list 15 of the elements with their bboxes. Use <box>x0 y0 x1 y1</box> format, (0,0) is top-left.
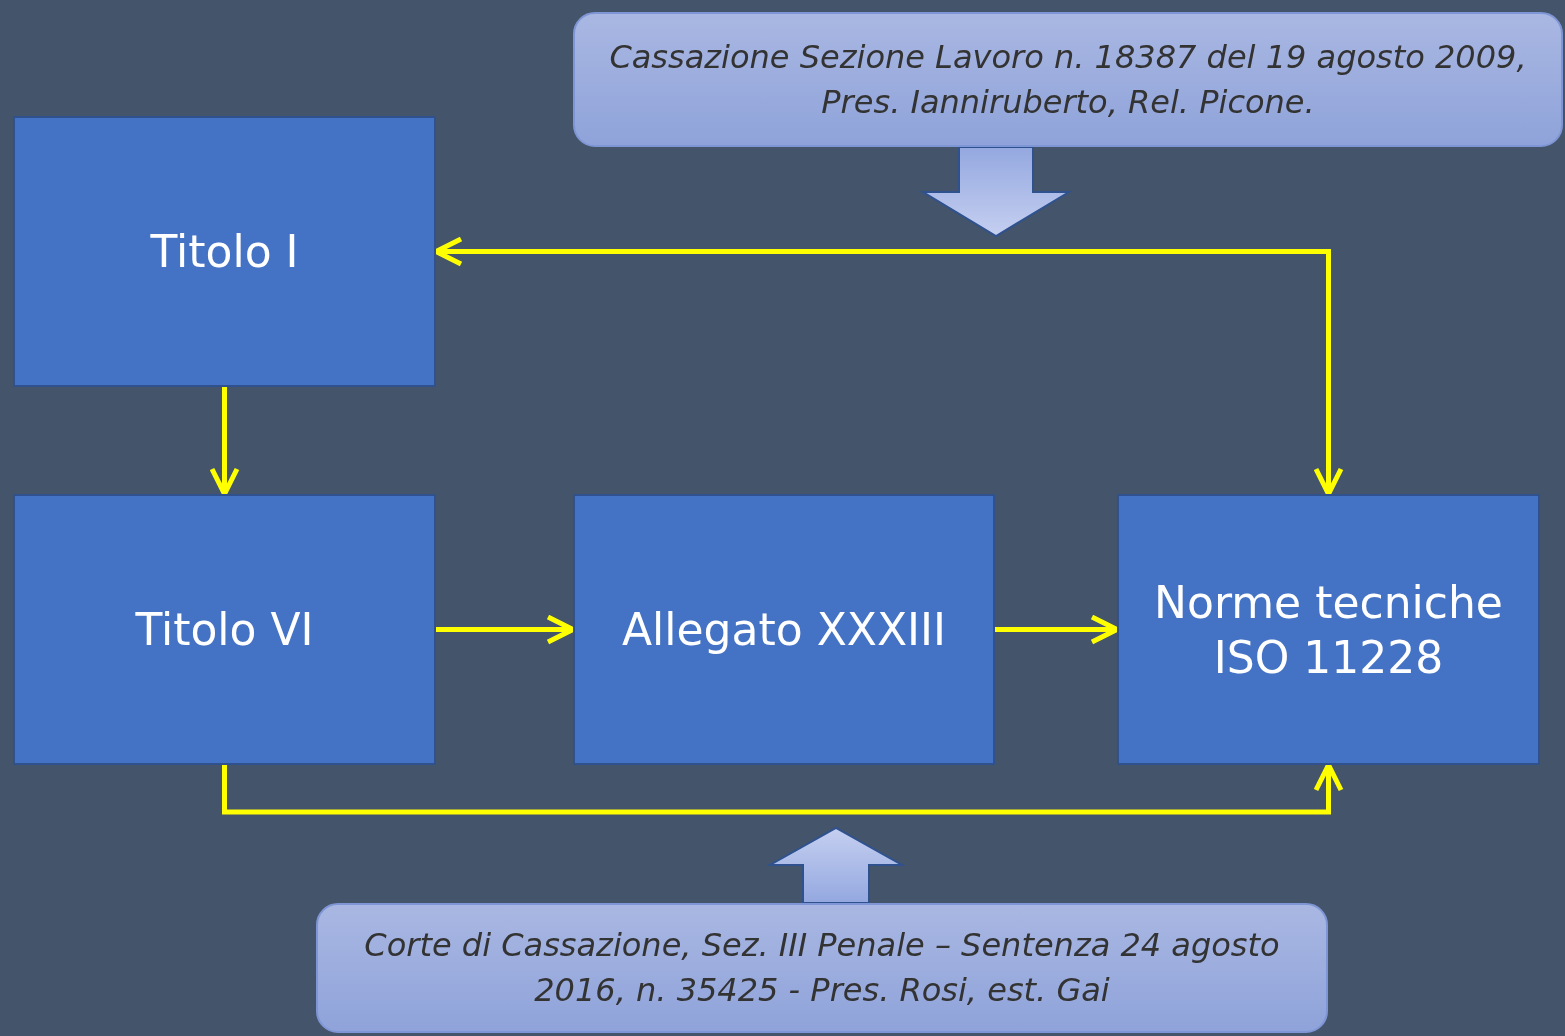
process-box <box>13 494 436 765</box>
box-label: Titolo VI <box>135 603 314 657</box>
box-label: Titolo I <box>150 225 299 279</box>
process-box <box>13 116 436 387</box>
process-box <box>573 494 995 765</box>
citation-text: Corte di Cassazione, Sez. III Penale – Sentenza 24 agosto 2016, n. 35425 - Pres. Rosi, est. Gai <box>363 925 1281 1011</box>
citation-box <box>316 903 1328 1033</box>
citation-text: Cassazione Sezione Lavoro n. 18387 del 19 agosto 2009, Pres. Ianniruberto, Rel. Picone. <box>608 36 1528 123</box>
box-label: Allegato XXXIII <box>622 603 946 657</box>
block-arrow <box>919 146 1073 238</box>
citation-box <box>573 12 1563 147</box>
box-label: Norme tecniche ISO 11228 <box>1153 575 1504 685</box>
arrow <box>209 387 240 497</box>
process-box <box>1117 494 1540 765</box>
block-arrow <box>766 826 906 904</box>
